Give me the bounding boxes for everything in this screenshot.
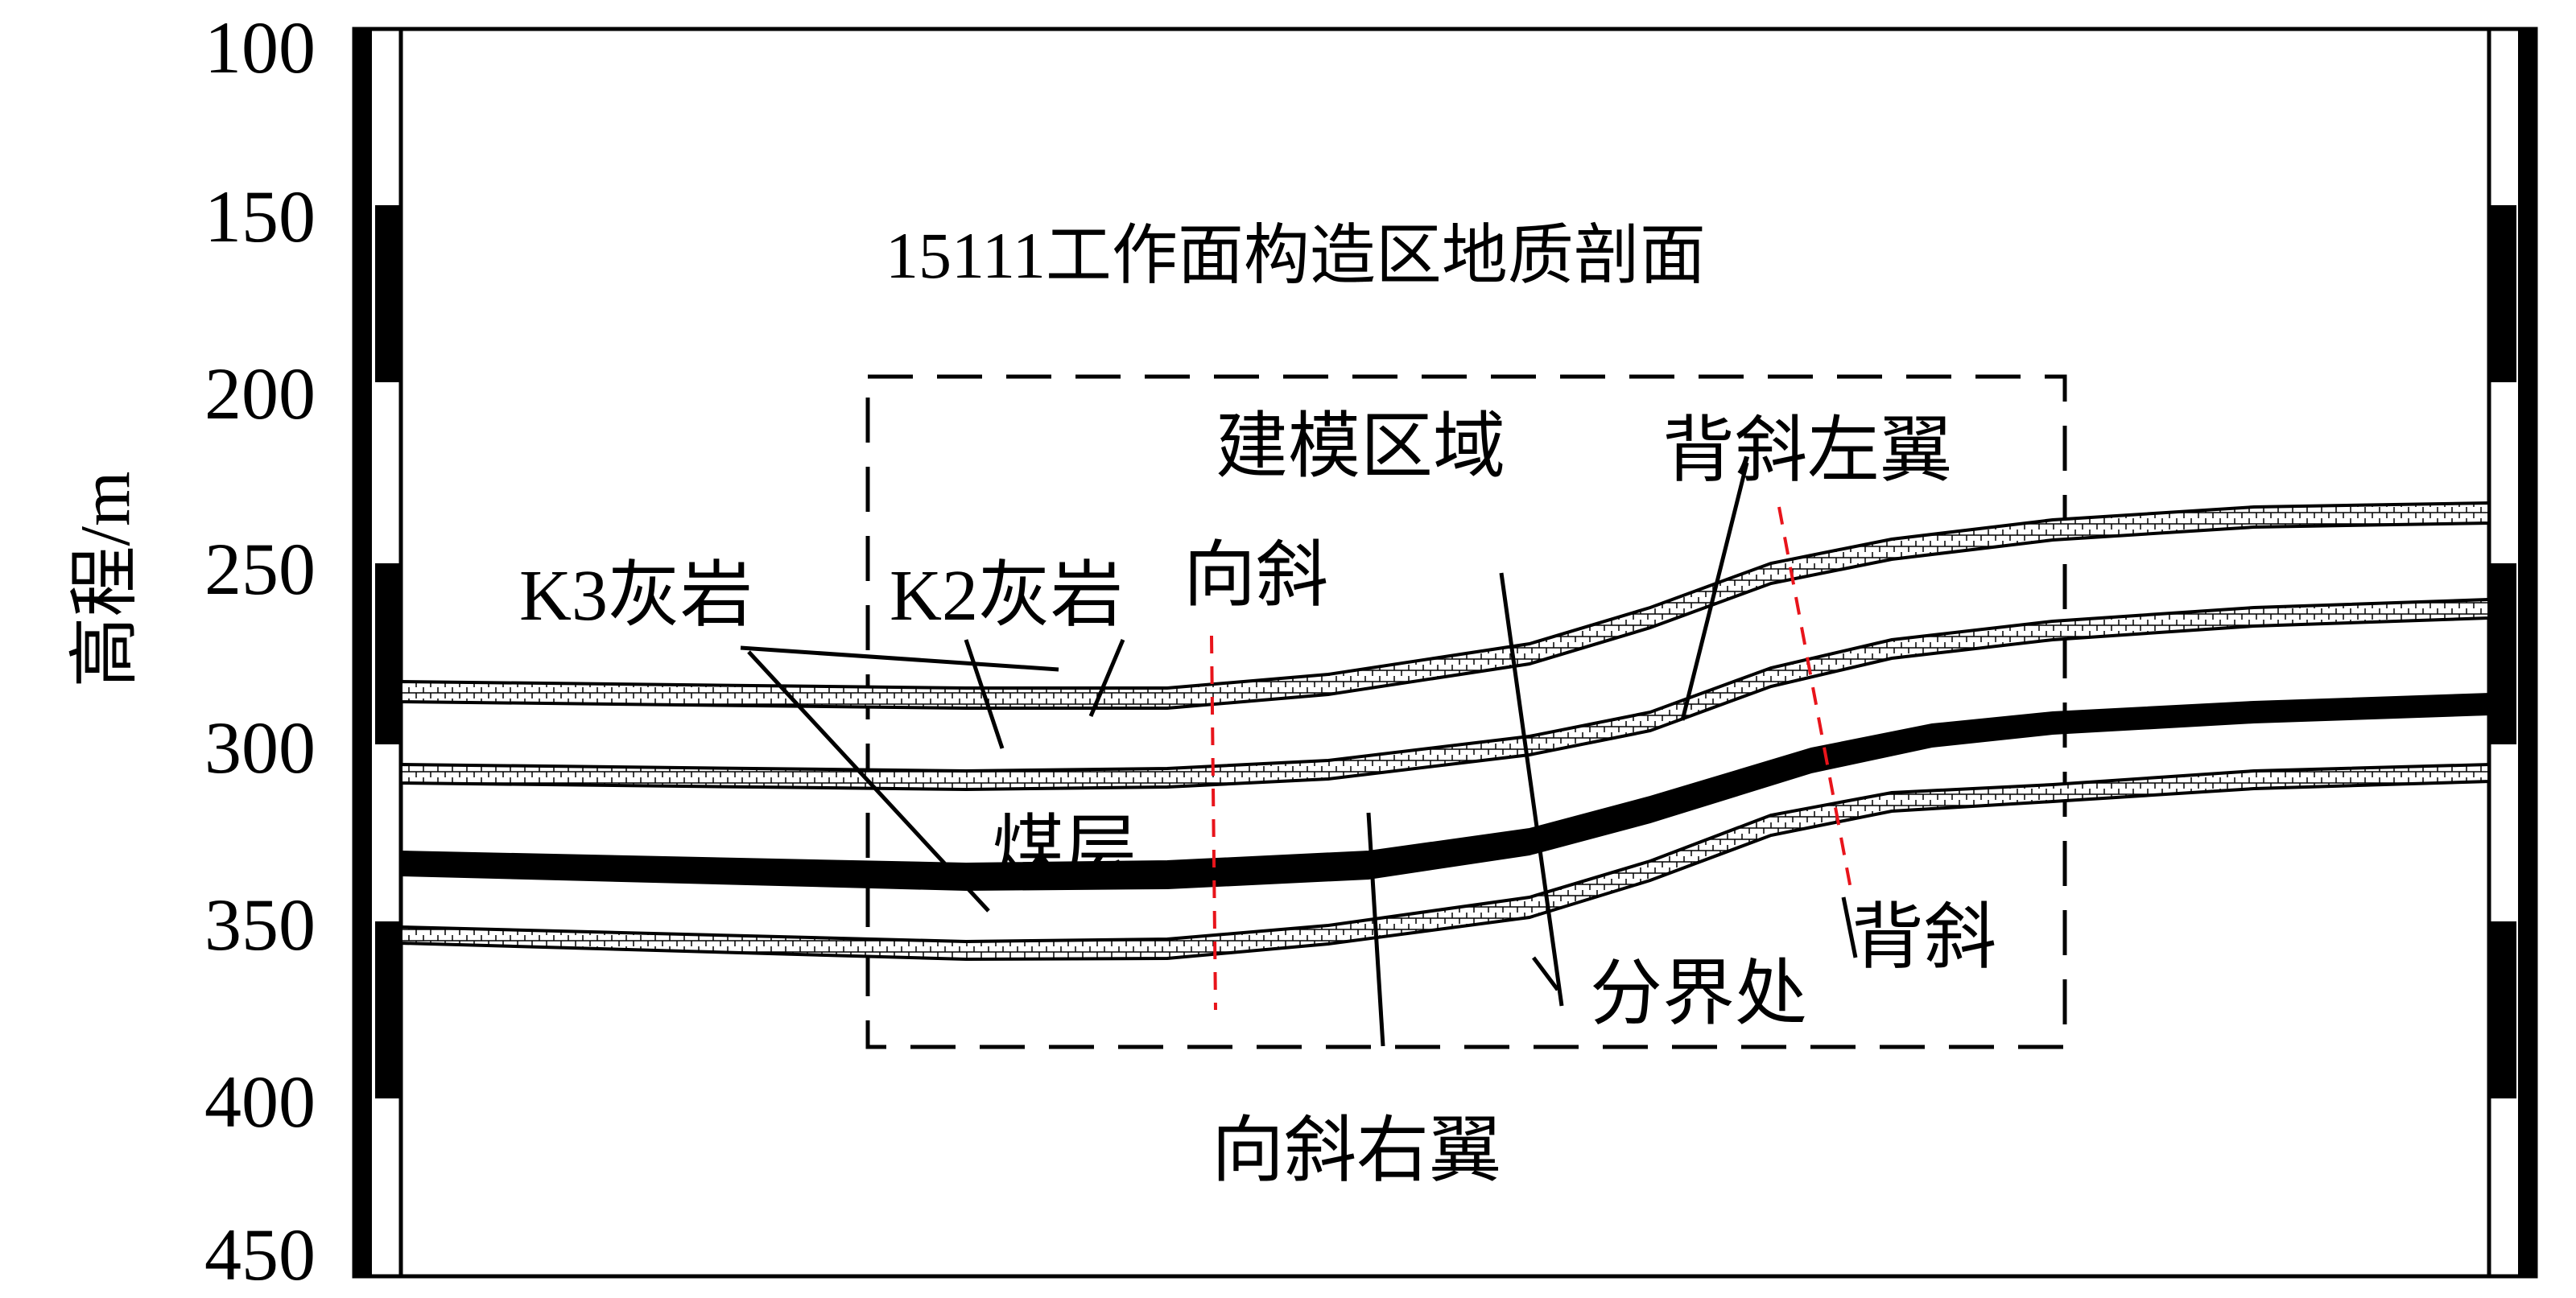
section-frame [352, 27, 2538, 1279]
k3-limestone-label: K3灰岩 [519, 556, 753, 636]
coal-seam-label: 煤层 [992, 810, 1137, 889]
boundary-label: 分界处 [1590, 954, 1807, 1034]
y-axis-ticks: 100 150 200 250 300 350 400 450 [204, 6, 316, 1296]
anticline-label: 背斜 [1852, 898, 1996, 978]
modeling-region-label: 建模区域 [1216, 407, 1505, 487]
strata [399, 501, 2491, 962]
y-tick-100: 100 [204, 6, 316, 89]
k3-limestone-layer [399, 501, 2491, 710]
leader-lines [740, 462, 1858, 1047]
syncline-right-limb-label: 向斜右翼 [1212, 1111, 1501, 1191]
left-scale-bar [352, 27, 403, 1279]
y-tick-300: 300 [204, 707, 316, 789]
y-tick-250: 250 [204, 528, 316, 610]
right-scale-bar [2487, 27, 2538, 1279]
lower-limestone-layer [399, 762, 2491, 962]
y-tick-400: 400 [204, 1061, 316, 1143]
syncline-label: 向斜 [1183, 536, 1328, 616]
y-axis-title: 高程/m [67, 472, 145, 688]
anticline-axis-trace [1777, 506, 1853, 894]
y-tick-150: 150 [204, 175, 316, 258]
y-tick-450: 450 [204, 1214, 316, 1296]
k2-limestone-label: K2灰岩 [890, 556, 1123, 636]
syncline-axis-trace [1210, 635, 1217, 1011]
anticline-left-limb-label: 背斜左翼 [1662, 411, 1952, 491]
coal-seam [400, 692, 2490, 892]
y-tick-350: 350 [204, 884, 316, 966]
y-tick-200: 200 [204, 352, 316, 435]
k2-limestone-layer [399, 597, 2491, 792]
figure-title: 15111工作面构造区地质剖面 [886, 219, 1706, 292]
